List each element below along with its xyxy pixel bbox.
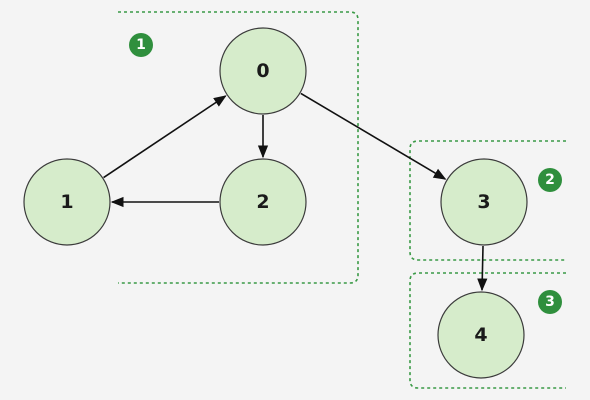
node-label-3: 3 [477,191,490,213]
edge-1-to-0 [103,95,227,179]
node-4: 4 [437,291,525,379]
region-3: 3 [409,272,566,389]
node-label-1: 1 [60,191,73,213]
node-3: 3 [440,158,528,246]
node-2: 2 [219,158,307,246]
node-0: 0 [219,27,307,115]
node-label-4: 4 [474,324,487,346]
edge-3-to-4 [477,245,488,292]
region-1: 1 [118,11,359,284]
region-badge-3: 3 [545,294,555,310]
node-1: 1 [23,158,111,246]
edges [103,92,488,292]
node-label-0: 0 [256,60,269,82]
region-badge-2: 2 [545,172,555,188]
edge-0-to-3 [300,92,447,180]
node-label-2: 2 [256,191,269,213]
region-2: 2 [409,140,566,261]
region-badge-1: 1 [136,37,146,53]
